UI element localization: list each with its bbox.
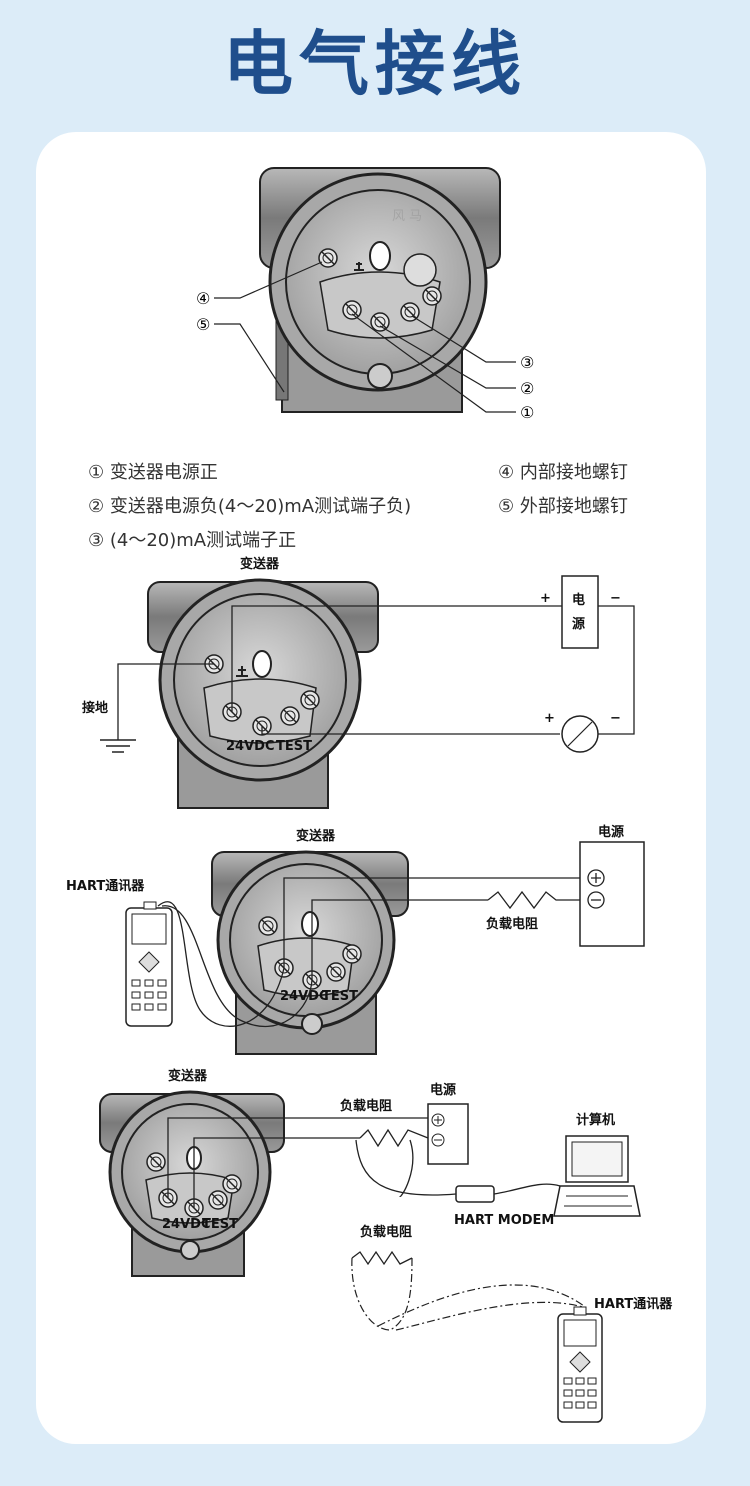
d2-power-minus: −	[610, 591, 621, 606]
d4-modem-label: HART MODEM	[454, 1213, 554, 1228]
callout-3: ③	[520, 353, 534, 372]
d3-power-box	[579, 841, 645, 947]
d4-transmitter-label: 变送器	[168, 1068, 208, 1084]
d2-power-plus: +	[540, 591, 551, 606]
page-title: 电气接线	[223, 23, 527, 105]
d3-hart-communicator-icon	[125, 901, 173, 1027]
d3-test-label: TEST	[322, 989, 358, 1004]
callout-4: ④	[196, 289, 210, 308]
d4-power-box	[427, 1103, 469, 1165]
diagram1-callout-lines	[214, 261, 516, 413]
d3-power-label: 电源	[598, 824, 624, 840]
d2-terminal-label: 24VDC	[226, 739, 274, 754]
d3-load-label: 负载电阻	[486, 916, 538, 932]
legend-item-1: ① 变送器电源正	[88, 462, 218, 483]
d3-terminal-label: 24VDC	[280, 989, 328, 1004]
computer-icon	[553, 1135, 641, 1217]
diagram1-transmitter	[259, 167, 501, 413]
d4-dashed-wires	[351, 1257, 587, 1331]
diagram2-transmitter	[147, 578, 379, 809]
diagram2-wires	[117, 605, 635, 740]
d4-test-label: TEST	[202, 1217, 238, 1232]
legend-item-3: ③ (4～20)mA测试端子正	[88, 530, 297, 551]
d2-power-box	[561, 575, 599, 649]
d3-hart-label: HART通讯器	[66, 878, 145, 894]
watermark: 风 马	[392, 209, 422, 224]
d4-hart-label: HART通讯器	[594, 1296, 673, 1312]
d2-transmitter-label: 变送器	[240, 556, 280, 572]
diagram4-wires	[167, 1117, 561, 1208]
d4-hart-communicator-icon	[557, 1306, 603, 1423]
diagram4-transmitter	[99, 1090, 285, 1277]
legend-item-2: ② 变送器电源负(4～20)mA测试端子负)	[88, 496, 412, 517]
diagram3-transmitter	[211, 850, 409, 1055]
d4-load2-label: 负载电阻	[360, 1224, 412, 1240]
diagram3-wires	[157, 877, 588, 1027]
d3-transmitter-label: 变送器	[296, 828, 336, 844]
d4-modem-icon	[455, 1185, 495, 1203]
callout-2: ②	[520, 379, 534, 398]
d2-power-top: 电	[572, 592, 585, 608]
ground-symbol-icon	[100, 739, 136, 753]
d2-ground-label: 接地	[82, 700, 108, 716]
callout-5: ⑤	[196, 315, 210, 334]
d2-power-bottom: 源	[572, 616, 585, 632]
d2-meter-minus: −	[610, 711, 621, 726]
d4-computer-label: 计算机	[576, 1112, 615, 1128]
d4-load1-label: 负载电阻	[340, 1098, 392, 1114]
d4-terminal-label: 24VDC	[162, 1217, 210, 1232]
d2-meter-plus: +	[544, 711, 555, 726]
d4-power-label: 电源	[430, 1082, 456, 1098]
callout-1: ①	[520, 403, 534, 422]
d2-test-label: TEST	[276, 739, 312, 754]
legend-item-5: ⑤ 外部接地螺钉	[498, 496, 628, 517]
legend-item-4: ④ 内部接地螺钉	[498, 462, 628, 483]
